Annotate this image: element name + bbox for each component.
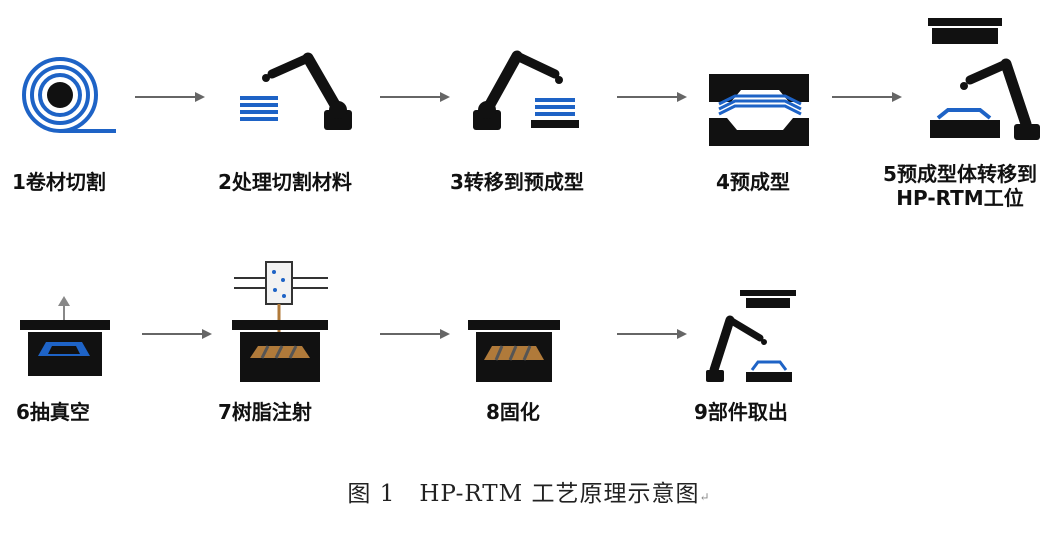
robot-arm-transfer-icon	[473, 50, 579, 130]
step-9	[700, 286, 810, 386]
step-2	[230, 38, 360, 138]
arrow-3	[617, 92, 687, 102]
arrow-1	[135, 92, 205, 102]
step-3	[465, 38, 595, 138]
arrow-6	[380, 329, 450, 339]
return-mark-icon: ↵	[699, 490, 711, 504]
robot-arm-demold-icon	[706, 290, 796, 382]
step-1-label: 1卷材切割	[12, 170, 106, 194]
preform-press-icon	[709, 74, 809, 146]
step-9-label: 9部件取出	[694, 400, 788, 424]
step-4-label: 4预成型	[716, 170, 790, 194]
step-5	[920, 14, 1050, 144]
figure-caption: 图 1 HP-RTM 工艺原理示意图↵	[0, 474, 1058, 508]
step-6-label: 6抽真空	[16, 400, 90, 424]
robot-arm-stack-icon	[240, 52, 352, 130]
step-5-label: 5预成型体转移到 HP-RTM工位	[870, 162, 1050, 210]
fabric-roll-icon	[22, 57, 116, 133]
step-8-label: 8固化	[486, 400, 540, 424]
arrow-4	[832, 92, 902, 102]
step-5-label-line1: 5预成型体转移到	[883, 162, 1037, 186]
caption-text: 图 1 HP-RTM 工艺原理示意图	[347, 481, 700, 507]
robot-arm-mold-icon	[928, 18, 1040, 140]
arrow-2	[380, 92, 450, 102]
step-4	[705, 70, 815, 150]
arrow-7	[617, 329, 687, 339]
step-5-label-line2: HP-RTM工位	[896, 186, 1024, 210]
step-1	[18, 52, 118, 142]
vacuum-mold-icon	[20, 296, 110, 376]
step-3-label: 3转移到预成型	[450, 170, 584, 194]
arrow-5	[142, 329, 212, 339]
curing-mold-icon	[468, 320, 560, 382]
step-8	[466, 318, 566, 388]
resin-injection-icon	[232, 261, 328, 382]
step-7	[228, 258, 338, 388]
step-7-label: 7树脂注射	[218, 400, 312, 424]
step-2-label: 2处理切割材料	[218, 170, 352, 194]
step-6	[18, 296, 118, 386]
